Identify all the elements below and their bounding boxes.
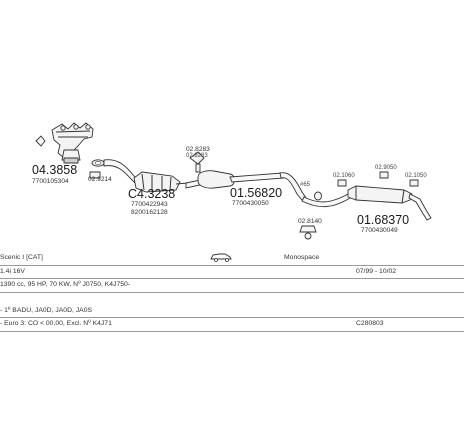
spec-row-model: Scenic I [CAT] Monospace	[0, 252, 464, 266]
monospace-icon	[210, 252, 232, 265]
front-gasket-number: 02.9214	[88, 176, 112, 183]
catalyst-oem-number-1: 7700422943	[131, 201, 168, 208]
rear-silencer	[347, 185, 432, 221]
vehicle-model: Scenic I [CAT]	[0, 254, 43, 261]
emission-norm: - Euro 3: CO < 00,00, Excl. Nº K4J71	[0, 320, 112, 327]
manifold-oem-number: 7700105304	[32, 178, 69, 185]
vehicle-type: Monospace	[284, 254, 320, 261]
rear-hanger-1	[337, 179, 347, 187]
pipe-clamp	[314, 191, 322, 201]
connecting-pipe	[301, 193, 351, 208]
hanger-3-number: 02.1050	[405, 173, 427, 179]
exhaust-manifold	[35, 122, 94, 164]
mounting-bracket	[189, 151, 205, 173]
bracket-part-number-sub: 02.8283	[186, 153, 208, 159]
middle-pipe-part-number: 01.56820	[230, 186, 282, 200]
manifold-part-number: 04.3858	[32, 163, 77, 177]
rear-silencer-oem-number: 7700430049	[361, 227, 398, 234]
catalytic-converter	[133, 171, 189, 193]
catalyst-oem-number-2: 8200162128	[131, 209, 168, 216]
hanger-1-number: 02.1060	[333, 173, 355, 179]
clamp-part-number: #65	[300, 182, 311, 188]
exhaust-system-diagram: 04.3858 7700105304 02.9214 C4.3238 77004…	[32, 122, 432, 240]
rear-hanger-3	[409, 179, 419, 187]
middle-pipe-oem-number: 7700430050	[232, 200, 269, 207]
rear-silencer-part-number: 01.68370	[357, 213, 409, 227]
catalogue-code: C280803	[356, 320, 384, 327]
bracket-part-number: 02.8283	[186, 146, 210, 153]
production-dates: 07/99 - 10/02	[356, 267, 397, 275]
hanger-2-number: 02.9050	[375, 165, 397, 171]
spec-row-engine: 1.4i 16V 07/99 - 10/02	[0, 266, 464, 279]
spec-row-detail: 1390 cc, 95 HP, 70 KW, Nº J0750, K4J750-	[0, 279, 464, 293]
rear-gasket-number: 02.8140	[298, 218, 322, 225]
spec-row-vin: - 1º BADU, JA0D, JA0D, JA0S	[0, 305, 464, 318]
engine-size: 1.4i 16V	[0, 267, 25, 275]
engine-detail: 1390 cc, 95 HP, 70 KW, Nº J0750, K4J750-	[0, 281, 131, 288]
spec-table: Scenic I [CAT] Monospace 1.4i 16V 07/99 …	[0, 252, 464, 332]
spec-row-euro: - Euro 3: CO < 00,00, Excl. Nº K4J71 C28…	[0, 318, 464, 332]
catalyst-part-number: C4.3238	[128, 187, 175, 201]
rear-gasket	[299, 225, 317, 240]
rear-hanger-2	[379, 171, 389, 179]
vin-codes: - 1º BADU, JA0D, JA0D, JA0S	[0, 306, 93, 314]
middle-silencer	[185, 170, 307, 201]
